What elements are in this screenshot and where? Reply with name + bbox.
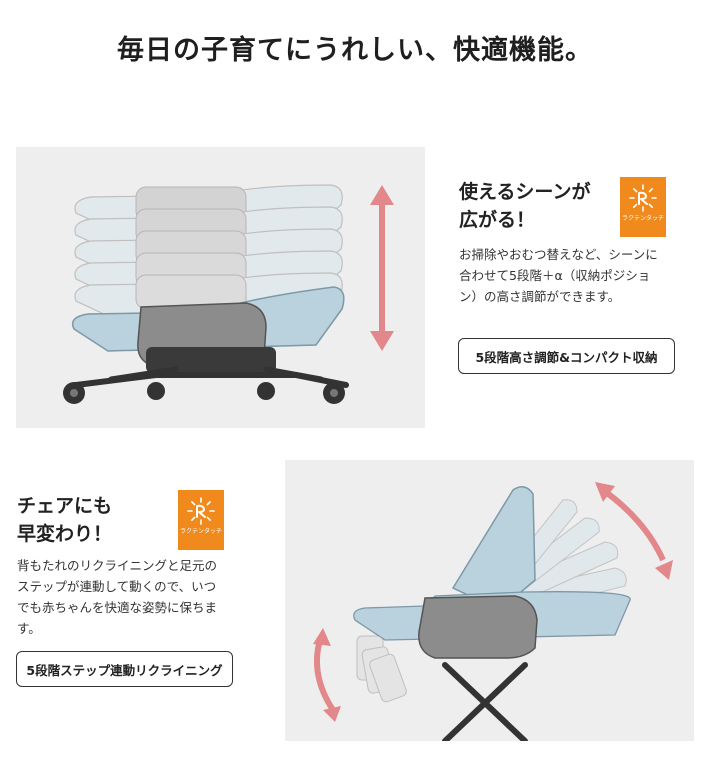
sparkle-r-badge-icon [629,184,657,212]
feature-1-title: 使えるシーンが 広がる！ [459,178,590,234]
feature-2-tag: 5段階ステップ連動リクライニング [16,651,233,687]
height-adjust-photo [16,147,425,428]
badge-label: ラクテンタッチ [179,528,222,535]
x-stand-frame [442,662,528,741]
recline-photo [285,460,694,741]
feature-1-title-line: 使えるシーンが [459,181,591,203]
feature-2-title: チェアにも 早変わり！ [17,492,112,548]
description-line: お掃除やおむつ替えなど、シーンに [459,247,658,262]
feature-1-description: お掃除やおむつ替えなど、シーンに 合わせて5段階＋α（収納ポジショ ン）の高さ調… [459,244,658,307]
description-line: ン）の高さ調節ができます。 [459,289,621,304]
sparkle-r-badge-icon [187,497,215,525]
ghost-footstep-positions [356,635,407,703]
page-headline: 毎日の子育てにうれしい、快適機能。 [117,35,593,66]
description-line: でも赤ちゃんを快適な姿勢に保ちま [17,600,218,615]
curved-double-arrow-icon [601,487,666,562]
vertical-curved-arrow-icon [314,639,336,712]
description-line: す。 [17,621,41,636]
feature-2-title-line: チェアにも [17,495,113,517]
feature-1-title-line: 広がる！ [459,209,536,231]
feature-2-title-line: 早変わり！ [17,523,113,545]
rakuten-touch-badge: ラクテンタッチ [620,177,666,237]
description-line: 合わせて5段階＋α（収納ポジショ [459,268,651,283]
seat-backrest [451,486,536,611]
rakuten-touch-badge: ラクテンタッチ [178,490,224,550]
badge-label: ラクテンタッチ [621,215,664,222]
ghost-height-positions [74,184,343,316]
description-line: ステップが連動して動くので、いつ [17,579,217,594]
description-line: 背もたれのリクライニングと足元の [17,558,218,573]
feature-2-description: 背もたれのリクライニングと足元の ステップが連動して動くので、いつ でも赤ちゃん… [17,555,217,639]
vertical-double-arrow-icon [370,185,394,351]
feature-1-tag: 5段階高さ調節&コンパクト収納 [458,338,675,374]
chair-lowest-position [63,286,349,404]
